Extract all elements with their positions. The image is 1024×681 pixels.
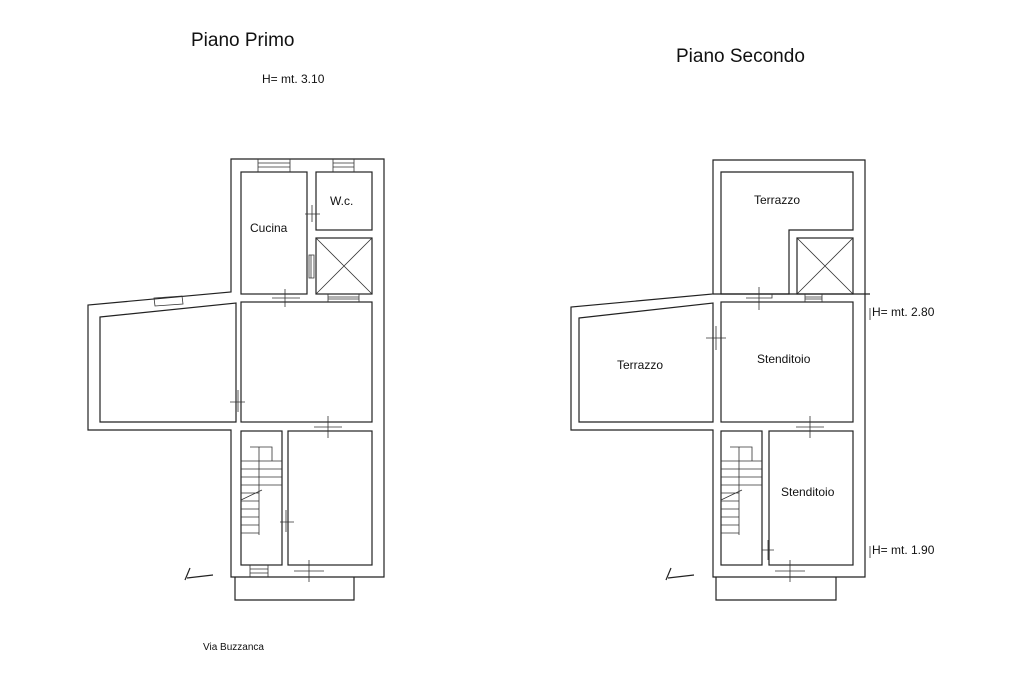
door xyxy=(272,289,300,307)
window xyxy=(332,159,355,172)
door xyxy=(706,326,726,350)
window xyxy=(249,565,269,577)
outer-wall xyxy=(570,159,866,578)
second-floor-height-lower: H= mt. 1.90 xyxy=(872,543,935,557)
balcony xyxy=(715,577,837,601)
room-label-wc: W.c. xyxy=(330,194,354,208)
window xyxy=(308,254,315,279)
door xyxy=(796,416,824,438)
door xyxy=(762,540,774,560)
plan-first-floor xyxy=(87,158,385,601)
door xyxy=(280,510,294,532)
elevator-cross xyxy=(796,237,854,295)
door xyxy=(230,390,245,412)
staircase xyxy=(240,446,282,535)
second-floor-title: Piano Secondo xyxy=(676,46,805,67)
room-label-terrazzo-top: Terrazzo xyxy=(754,193,801,207)
street-label: Via Buzzanca xyxy=(203,642,264,653)
room-lower-right xyxy=(287,430,373,566)
second-floor-height-upper: H= mt. 2.80 xyxy=(872,305,935,319)
outer-wall xyxy=(87,158,385,578)
room-stairwell xyxy=(240,430,283,566)
room-stairwell xyxy=(720,430,763,566)
elevator-cross xyxy=(315,237,373,295)
room-stenditoio xyxy=(720,301,854,423)
entrance-mark xyxy=(665,567,695,581)
room-left xyxy=(99,302,237,423)
room-cucina xyxy=(240,171,308,295)
first-floor-height: H= mt. 3.10 xyxy=(262,72,325,86)
plan-second-floor xyxy=(570,159,871,601)
room-label-stenditoio-lower: Stenditoio xyxy=(781,485,835,499)
room-terrazzo-top xyxy=(720,171,854,295)
window xyxy=(327,294,360,302)
window xyxy=(153,295,184,307)
room-wc xyxy=(315,171,373,231)
room-label-cucina: Cucina xyxy=(250,221,288,235)
door xyxy=(746,287,773,310)
entrance-mark xyxy=(184,567,214,581)
staircase xyxy=(720,446,762,535)
room-label-stenditoio: Stenditoio xyxy=(757,352,811,366)
room-label-terrazzo-left: Terrazzo xyxy=(617,358,664,372)
window xyxy=(257,159,291,172)
door xyxy=(775,560,805,582)
first-floor-title: Piano Primo xyxy=(191,30,295,51)
door xyxy=(294,560,324,582)
room-stenditoio-lower xyxy=(768,430,854,566)
window xyxy=(804,294,823,302)
room-terrazzo-left xyxy=(578,302,714,423)
room-central xyxy=(240,301,373,423)
door xyxy=(314,416,342,438)
elevator-shaft xyxy=(315,237,373,295)
balcony xyxy=(234,577,355,601)
door xyxy=(305,205,320,222)
